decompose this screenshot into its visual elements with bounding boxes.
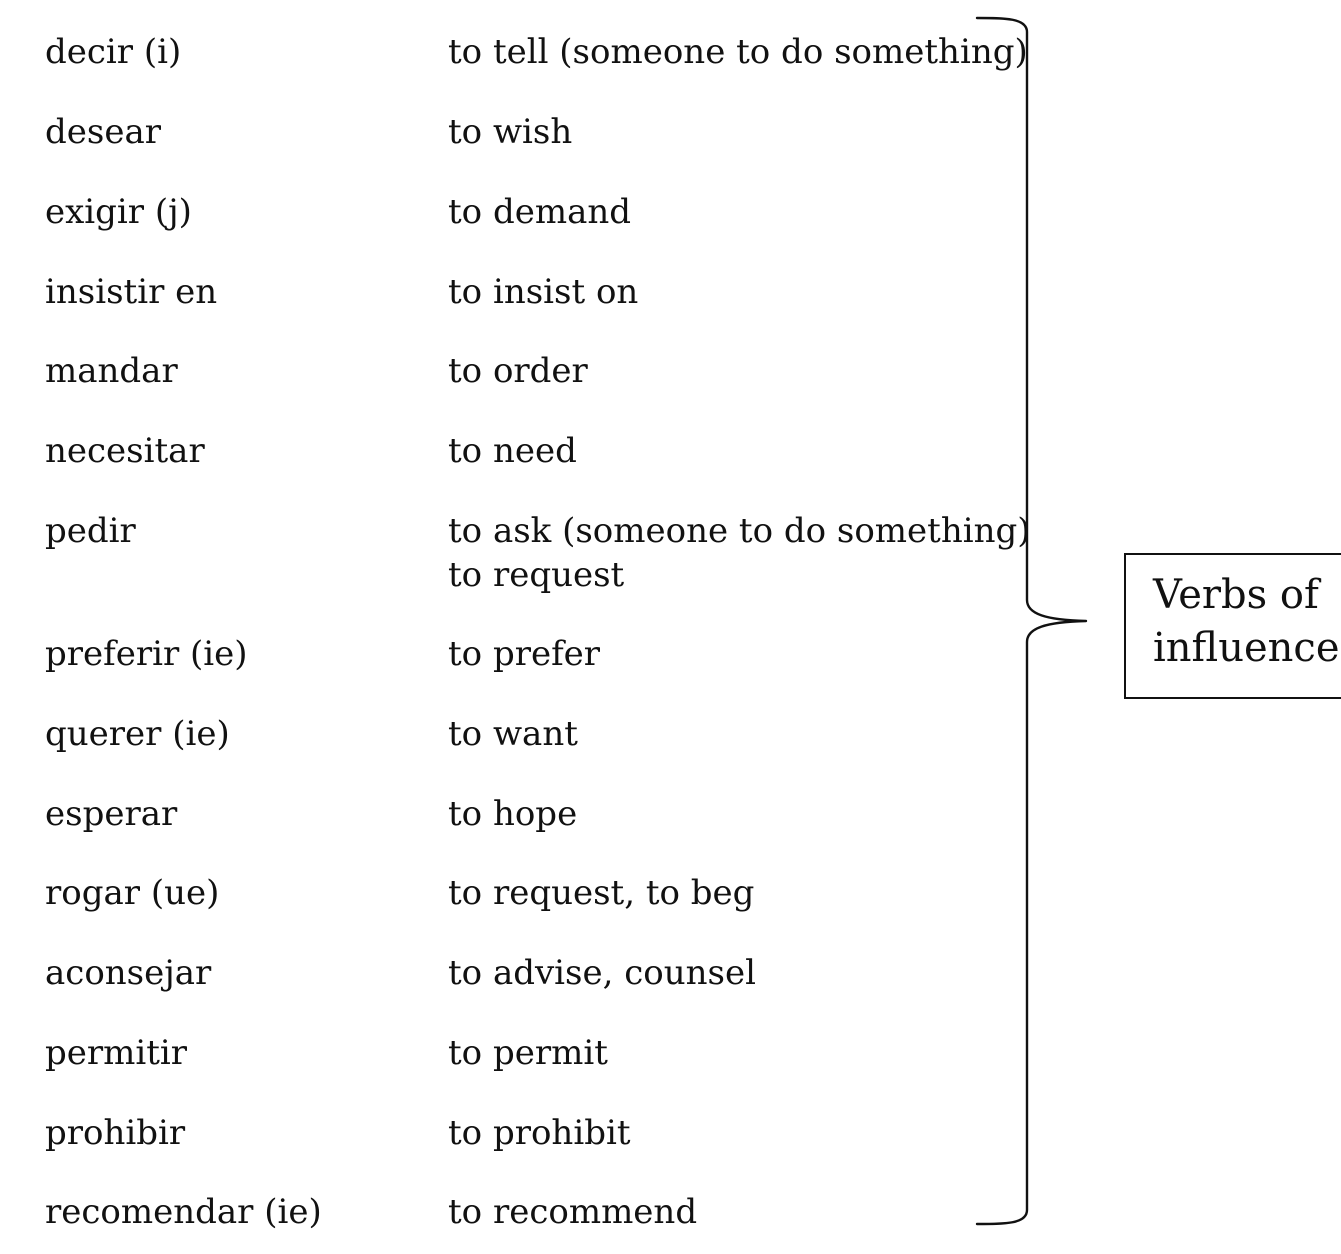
spanish-verb: querer (ie) bbox=[45, 714, 230, 754]
english-translation: to permit bbox=[448, 1031, 608, 1075]
english-translation: to wish bbox=[448, 110, 572, 154]
english-translation: to tell (someone to do something) bbox=[448, 30, 1028, 74]
category-box: Verbs of influence bbox=[1124, 553, 1341, 699]
translation-line: to request, to beg bbox=[448, 873, 755, 913]
spanish-verb: rogar (ue) bbox=[45, 873, 220, 913]
translation-line: to prohibit bbox=[448, 1113, 631, 1153]
spanish-verb: recomendar (ie) bbox=[45, 1192, 322, 1232]
right-curly-brace bbox=[975, 16, 1088, 1226]
english-translation: to want bbox=[448, 712, 578, 756]
verb-row: esperar to hope bbox=[0, 792, 1020, 852]
translation-line: to order bbox=[448, 351, 588, 391]
verb-row: desear to wish bbox=[0, 110, 1020, 170]
english-translation: to demand bbox=[448, 190, 631, 234]
spanish-verb: preferir (ie) bbox=[45, 634, 248, 674]
english-translation: to ask (someone to do something)to reque… bbox=[448, 509, 1031, 597]
translation-line: to ask (someone to do something) bbox=[448, 511, 1031, 551]
verb-row: exigir (j) to demand bbox=[0, 190, 1020, 250]
verb-row: pedir to ask (someone to do something)to … bbox=[0, 509, 1031, 595]
translation-line: to request bbox=[448, 555, 625, 595]
spanish-verb: permitir bbox=[45, 1033, 188, 1073]
verb-row: mandar to order bbox=[0, 349, 1020, 409]
english-translation: to recommend bbox=[448, 1190, 697, 1234]
verb-row: recomendar (ie) to recommend bbox=[0, 1190, 1020, 1250]
translation-line: to demand bbox=[448, 192, 631, 232]
translation-line: to permit bbox=[448, 1033, 608, 1073]
translation-line: to want bbox=[448, 714, 578, 754]
english-translation: to need bbox=[448, 429, 577, 473]
verb-row: necesitar to need bbox=[0, 429, 1020, 489]
category-label: Verbs of influence bbox=[1153, 572, 1340, 671]
spanish-verb: aconsejar bbox=[45, 953, 212, 993]
verb-row: permitir to permit bbox=[0, 1031, 1020, 1091]
english-translation: to insist on bbox=[448, 270, 638, 314]
translation-line: to wish bbox=[448, 112, 573, 152]
verb-row: preferir (ie) to prefer bbox=[0, 632, 1020, 692]
english-translation: to advise, counsel bbox=[448, 951, 756, 995]
spanish-verb: exigir (j) bbox=[45, 192, 192, 232]
verb-row: aconsejar to advise, counsel bbox=[0, 951, 1020, 1011]
spanish-verb: prohibir bbox=[45, 1113, 186, 1153]
translation-line: to recommend bbox=[448, 1192, 698, 1232]
translation-line: to tell (someone to do something) bbox=[448, 32, 1028, 72]
translation-line: to hope bbox=[448, 794, 578, 834]
spanish-verb: pedir bbox=[45, 511, 136, 551]
english-translation: to prefer bbox=[448, 632, 600, 676]
spanish-verb: insistir en bbox=[45, 272, 218, 312]
english-translation: to order bbox=[448, 349, 588, 393]
translation-line: to need bbox=[448, 431, 577, 471]
spanish-verb: decir (i) bbox=[45, 32, 182, 72]
translation-line: to prefer bbox=[448, 634, 601, 674]
english-translation: to hope bbox=[448, 792, 577, 836]
english-translation: to request, to beg bbox=[448, 871, 754, 915]
english-translation: to prohibit bbox=[448, 1111, 631, 1155]
spanish-verb: desear bbox=[45, 112, 161, 152]
spanish-verb: esperar bbox=[45, 794, 178, 834]
translation-line: to advise, counsel bbox=[448, 953, 756, 993]
verb-row: prohibir to prohibit bbox=[0, 1111, 1020, 1171]
verb-row: decir (i) to tell (someone to do somethin… bbox=[0, 30, 1028, 90]
verb-row: querer (ie) to want bbox=[0, 712, 1020, 772]
spanish-verb: necesitar bbox=[45, 431, 205, 471]
verb-row: rogar (ue) to request, to beg bbox=[0, 871, 1020, 931]
verb-row: insistir en to insist on bbox=[0, 270, 1020, 330]
spanish-verb: mandar bbox=[45, 351, 178, 391]
translation-line: to insist on bbox=[448, 272, 639, 312]
